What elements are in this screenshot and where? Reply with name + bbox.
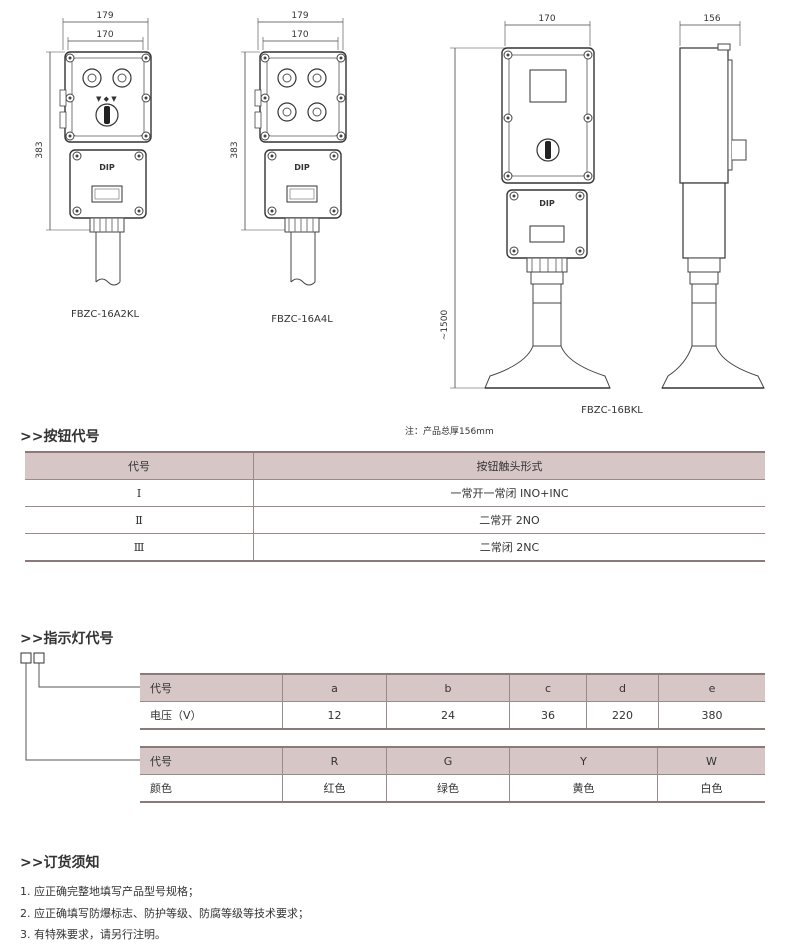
drawing-fbzc-16bkl: 170 ~1500 DIP FBZC-16BKL <box>440 14 643 416</box>
row-form: 二常开 2NO <box>253 506 765 534</box>
table-row: 电压（V） 12 24 36 220 380 <box>140 701 765 730</box>
table-header-row: 代号 a b c d e <box>140 673 765 702</box>
indicator-code-title: >>指示灯代号 <box>20 631 114 647</box>
svg-text:▼ ◆ ▼: ▼ ◆ ▼ <box>96 95 117 103</box>
dim-height: 383 <box>230 141 240 158</box>
drawing-fbzc-16a2kl: 179 170 383 ▼ ◆ ▼ DIP FBZC-16A2KL <box>35 11 152 320</box>
color-table: 代号 R G Y W 颜色 红色 绿色 黄色 白色 <box>140 746 765 803</box>
table-row: Ⅲ 二常闭 2NC <box>25 533 765 562</box>
value-cell: 红色 <box>282 774 387 803</box>
order-note-item: 1. 应正确完整地填写产品型号规格； <box>20 885 199 898</box>
code-cell: G <box>386 746 510 775</box>
row-label: 颜色 <box>140 774 283 803</box>
thickness-note-text: 注：产品总厚156mm <box>405 427 494 437</box>
order-note-item: 3. 有特殊要求，请另行注明。 <box>20 928 166 941</box>
technical-drawings: 179 170 383 ▼ ◆ ▼ DIP FBZC-16A2KL <box>35 11 765 416</box>
button-code-table: 代号 按钮触头形式 Ⅰ 一常开一常闭 INO+INC Ⅱ 二常开 2NO Ⅲ 二… <box>25 451 765 562</box>
table-header-row: 代号 按钮触头形式 <box>25 451 765 480</box>
order-notes-title: >>订货须知 <box>20 855 100 871</box>
code-cell: e <box>658 673 765 702</box>
dim-width: 156 <box>703 14 720 24</box>
dim-width-outer: 179 <box>291 11 308 21</box>
drawing-side-view: 156 <box>661 14 765 389</box>
row-form: 二常闭 2NC <box>253 533 765 562</box>
dip-badge: DIP <box>294 163 310 172</box>
dip-badge: DIP <box>99 163 115 172</box>
header-code: 代号 <box>140 673 283 702</box>
model-label: FBZC-16A2KL <box>71 309 140 320</box>
dip-badge: DIP <box>539 199 555 208</box>
dim-width-inner: 170 <box>291 30 308 40</box>
value-cell: 绿色 <box>386 774 510 803</box>
row-label: 电压（V） <box>140 701 283 730</box>
code-cell: c <box>509 673 587 702</box>
model-label: FBZC-16BKL <box>581 405 643 416</box>
dim-width-outer: 179 <box>96 11 113 21</box>
model-label: FBZC-16A4L <box>271 314 333 325</box>
code-cell: a <box>282 673 387 702</box>
code-cell: R <box>282 746 387 775</box>
header-code: 代号 <box>140 746 283 775</box>
header-code: 代号 <box>25 451 254 480</box>
table-header-row: 代号 R G Y W <box>140 746 765 775</box>
value-cell: 24 <box>386 701 510 730</box>
table-row: 颜色 红色 绿色 黄色 白色 <box>140 774 765 803</box>
code-cell: d <box>586 673 659 702</box>
value-cell: 380 <box>658 701 765 730</box>
value-cell: 220 <box>586 701 659 730</box>
dim-height: 383 <box>35 141 45 158</box>
dim-height: ~1500 <box>440 310 450 341</box>
code-cell: W <box>657 746 765 775</box>
voltage-table: 代号 a b c d e 电压（V） 12 24 36 220 380 <box>140 673 765 730</box>
row-code: Ⅲ <box>25 533 254 562</box>
table-row: Ⅰ 一常开一常闭 INO+INC <box>25 479 765 507</box>
code-cell: b <box>386 673 510 702</box>
code-cell: Y <box>509 746 658 775</box>
dim-width-inner: 170 <box>96 30 113 40</box>
order-note-item: 2. 应正确填写防爆标志、防护等级、防腐等级等技术要求； <box>20 907 309 920</box>
drawing-fbzc-16a4l: 179 170 383 DIP FBZC-16A4L <box>230 11 347 325</box>
button-code-title: >>按钮代号 <box>20 429 100 445</box>
row-code: Ⅰ <box>25 479 254 507</box>
value-cell: 白色 <box>657 774 765 803</box>
value-cell: 36 <box>509 701 587 730</box>
row-form: 一常开一常闭 INO+INC <box>253 479 765 507</box>
dim-width: 170 <box>538 14 555 24</box>
value-cell: 12 <box>282 701 387 730</box>
header-form: 按钮触头形式 <box>253 451 765 480</box>
row-code: Ⅱ <box>25 506 254 534</box>
code-connector-diagram <box>20 652 140 761</box>
table-row: Ⅱ 二常开 2NO <box>25 506 765 534</box>
value-cell: 黄色 <box>509 774 658 803</box>
